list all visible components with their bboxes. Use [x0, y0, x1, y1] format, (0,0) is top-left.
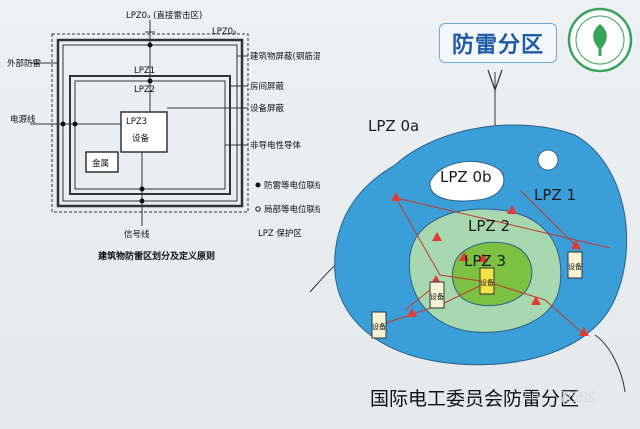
bond-dot	[60, 121, 66, 127]
marker-triangle	[579, 327, 589, 336]
label-lpz0b: LPZ0ᵦ	[212, 27, 237, 37]
zone-lpz0b	[429, 160, 505, 202]
legend-dot-main	[255, 182, 261, 188]
legend-local-bond: 局部等电位联结	[264, 204, 320, 215]
marker-triangle	[478, 253, 488, 262]
device-label: 设备	[372, 322, 386, 331]
label-right-lpz2: LPZ 2	[468, 217, 510, 235]
title-box: 防雷分区	[439, 23, 557, 63]
label-right-lpz0a: LPZ 0a	[368, 117, 419, 135]
label-right-lpz0b: LPZ 0b	[440, 168, 492, 186]
metal-box	[85, 151, 119, 173]
device-box-1: 设备	[567, 251, 583, 279]
bonding-line	[379, 281, 489, 326]
marker-triangle	[531, 296, 541, 305]
device-box-2: 设备	[429, 281, 445, 309]
device-label: 设备	[430, 292, 444, 301]
lpz3-device-box	[120, 111, 168, 153]
label-outer-lp: 外部防雷	[7, 58, 41, 69]
device-box-3: 设备	[371, 311, 387, 339]
legend-main-bond: 防雷等电位联结	[264, 180, 320, 191]
bond-dot	[139, 186, 145, 192]
legend-dot-local	[255, 206, 261, 212]
zone-lpz2	[408, 208, 562, 333]
label-signal-line: 信号线	[124, 229, 150, 240]
bond-dot	[72, 121, 78, 127]
device-label: 设备	[568, 262, 582, 271]
marker-triangle	[407, 308, 417, 317]
label-metal: 金属	[92, 158, 109, 169]
bonding-line	[395, 197, 611, 249]
bonding-line	[519, 189, 581, 251]
device-label: 设备	[480, 278, 494, 287]
watermark: 雷分区	[560, 390, 597, 404]
label-building-shield: 建筑物屏蔽(钢筋混凝土)	[250, 51, 320, 62]
zone-lpz1	[334, 124, 628, 366]
label-equipment: 设备	[132, 133, 150, 144]
label-right-lpz3: LPZ 3	[464, 252, 506, 270]
label-room-shield: 房间屏蔽	[250, 81, 285, 92]
external-cable-right	[594, 334, 626, 393]
bonding-line	[404, 289, 431, 311]
label-lpz0a: LPZ0ₐ (直接雷击区)	[126, 10, 202, 21]
bonding-line	[487, 281, 586, 336]
marker-triangle	[431, 275, 441, 284]
marker-triangle	[432, 232, 442, 241]
device-box-core: 设备	[479, 267, 495, 295]
label-lpz3: LPZ3	[126, 117, 147, 127]
bonding-markers	[391, 192, 589, 336]
bond-dot	[147, 78, 153, 84]
bonding-line	[395, 197, 489, 283]
building-lpz-diagram: LPZ0ₐ (直接雷击区) LPZ0ᵦ LPZ1 LPZ2 LPZ3 设备 金属…	[7, 10, 320, 262]
page-title: 防雷分区	[451, 33, 544, 58]
bond-dot	[147, 42, 153, 48]
legend-lpz: LPZ 保护区	[258, 228, 302, 239]
label-right-lpz1: LPZ 1	[534, 186, 576, 204]
brand-logo	[567, 7, 633, 73]
label-nonconductor: 非导电性导体	[250, 140, 302, 151]
marker-triangle	[391, 192, 401, 201]
label-power-line: 电源线	[10, 114, 36, 125]
zone-lpz3	[451, 241, 533, 307]
marker-triangle	[571, 240, 581, 249]
label-equipment-shield: 设备屏蔽	[250, 103, 285, 114]
marker-triangle	[507, 205, 517, 214]
label-lpz2: LPZ2	[134, 85, 155, 95]
bond-dot	[139, 198, 145, 204]
slide-caption: 国际电工委员会防雷分区	[370, 388, 580, 410]
zone-lpz0b-bubble	[537, 149, 559, 171]
label-lpz1: LPZ1	[134, 66, 155, 76]
marker-triangle	[459, 252, 469, 261]
figure-caption: 建筑物防雷区划分及定义原则	[98, 250, 215, 262]
antenna-icon	[487, 69, 503, 92]
